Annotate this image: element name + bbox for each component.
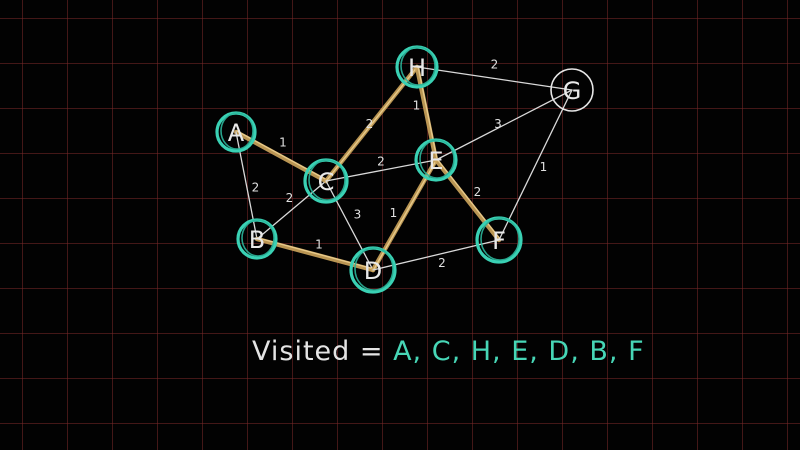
tree-edge-highlight xyxy=(257,237,375,270)
edge-h-e: 1 xyxy=(413,64,439,163)
edge-b-c: 2 xyxy=(256,180,327,240)
node-a: A xyxy=(215,111,257,153)
edge-e-g: 3 xyxy=(435,89,573,161)
edge-weight-label: 2 xyxy=(377,155,385,169)
node-label: E xyxy=(428,147,443,175)
node-label: H xyxy=(408,54,426,82)
node-label: C xyxy=(318,168,335,196)
visited-node-ring-inner xyxy=(308,159,346,201)
edge-c-h: 2 xyxy=(323,64,420,184)
edge-weight-label: 2 xyxy=(491,58,499,72)
node-g: G xyxy=(550,68,594,112)
node-d: D xyxy=(349,246,397,294)
edge-a-c: 1 xyxy=(233,129,329,184)
visited-node-ring-inner xyxy=(400,46,436,86)
edge-weight-label: 1 xyxy=(413,99,421,113)
edge-c-d: 3 xyxy=(325,180,374,271)
tree-edge-highlight xyxy=(326,65,419,181)
tree-edge-highlight xyxy=(417,65,438,160)
node-e: E xyxy=(414,138,458,182)
edge-h-g: 2 xyxy=(416,58,573,91)
edge-weight-label: 2 xyxy=(366,117,374,131)
node-h: H xyxy=(395,45,439,89)
edge-line xyxy=(416,66,573,91)
node-label: G xyxy=(563,77,582,105)
edge-d-f: 2 xyxy=(372,239,500,271)
visited-prefix: Visited = xyxy=(252,336,394,367)
edge-e-f: 2 xyxy=(433,157,502,243)
edge-line xyxy=(256,180,327,240)
node-b: B xyxy=(236,218,278,260)
edge-weight-label: 3 xyxy=(354,208,362,222)
visited-node-ring-inner xyxy=(480,217,520,261)
edge-weight-label: 3 xyxy=(494,117,502,131)
edge-weight-label: 2 xyxy=(252,181,260,195)
edge-weight-label: 2 xyxy=(438,256,446,270)
node-label: A xyxy=(228,119,245,147)
visited-node-ring-inner xyxy=(419,139,455,179)
visited-node-ring-inner xyxy=(220,112,254,150)
edge-line xyxy=(325,180,374,271)
node-label: F xyxy=(492,227,506,255)
visited-list-text: Visited = A, C, H, E, D, B, F xyxy=(252,336,645,367)
edge-weight-label: 2 xyxy=(286,191,294,205)
edge-f-g: 1 xyxy=(498,89,573,241)
edge-weight-label: 1 xyxy=(315,238,323,252)
visited-node-ring-inner xyxy=(354,247,394,291)
node-c: C xyxy=(303,158,349,204)
tree-edge-line xyxy=(433,157,502,243)
visited-node-ring-inner xyxy=(241,219,275,257)
node-f: F xyxy=(475,216,523,264)
node-label: D xyxy=(364,257,382,285)
edge-weight-label: 1 xyxy=(279,136,287,150)
tree-edge-line xyxy=(414,64,439,163)
edge-line xyxy=(372,239,500,271)
edge-weight-label: 1 xyxy=(390,206,398,220)
node-label: B xyxy=(249,226,265,254)
nodes-layer: A B C D E F G H xyxy=(215,45,594,294)
edge-line xyxy=(435,89,573,161)
edge-weight-label: 2 xyxy=(474,185,482,199)
tree-edge-highlight xyxy=(436,158,501,240)
visited-nodes: A, C, H, E, D, B, F xyxy=(393,336,645,367)
edge-weight-label: 1 xyxy=(540,160,548,174)
edge-line xyxy=(498,89,573,241)
unvisited-node-ring xyxy=(550,68,594,112)
